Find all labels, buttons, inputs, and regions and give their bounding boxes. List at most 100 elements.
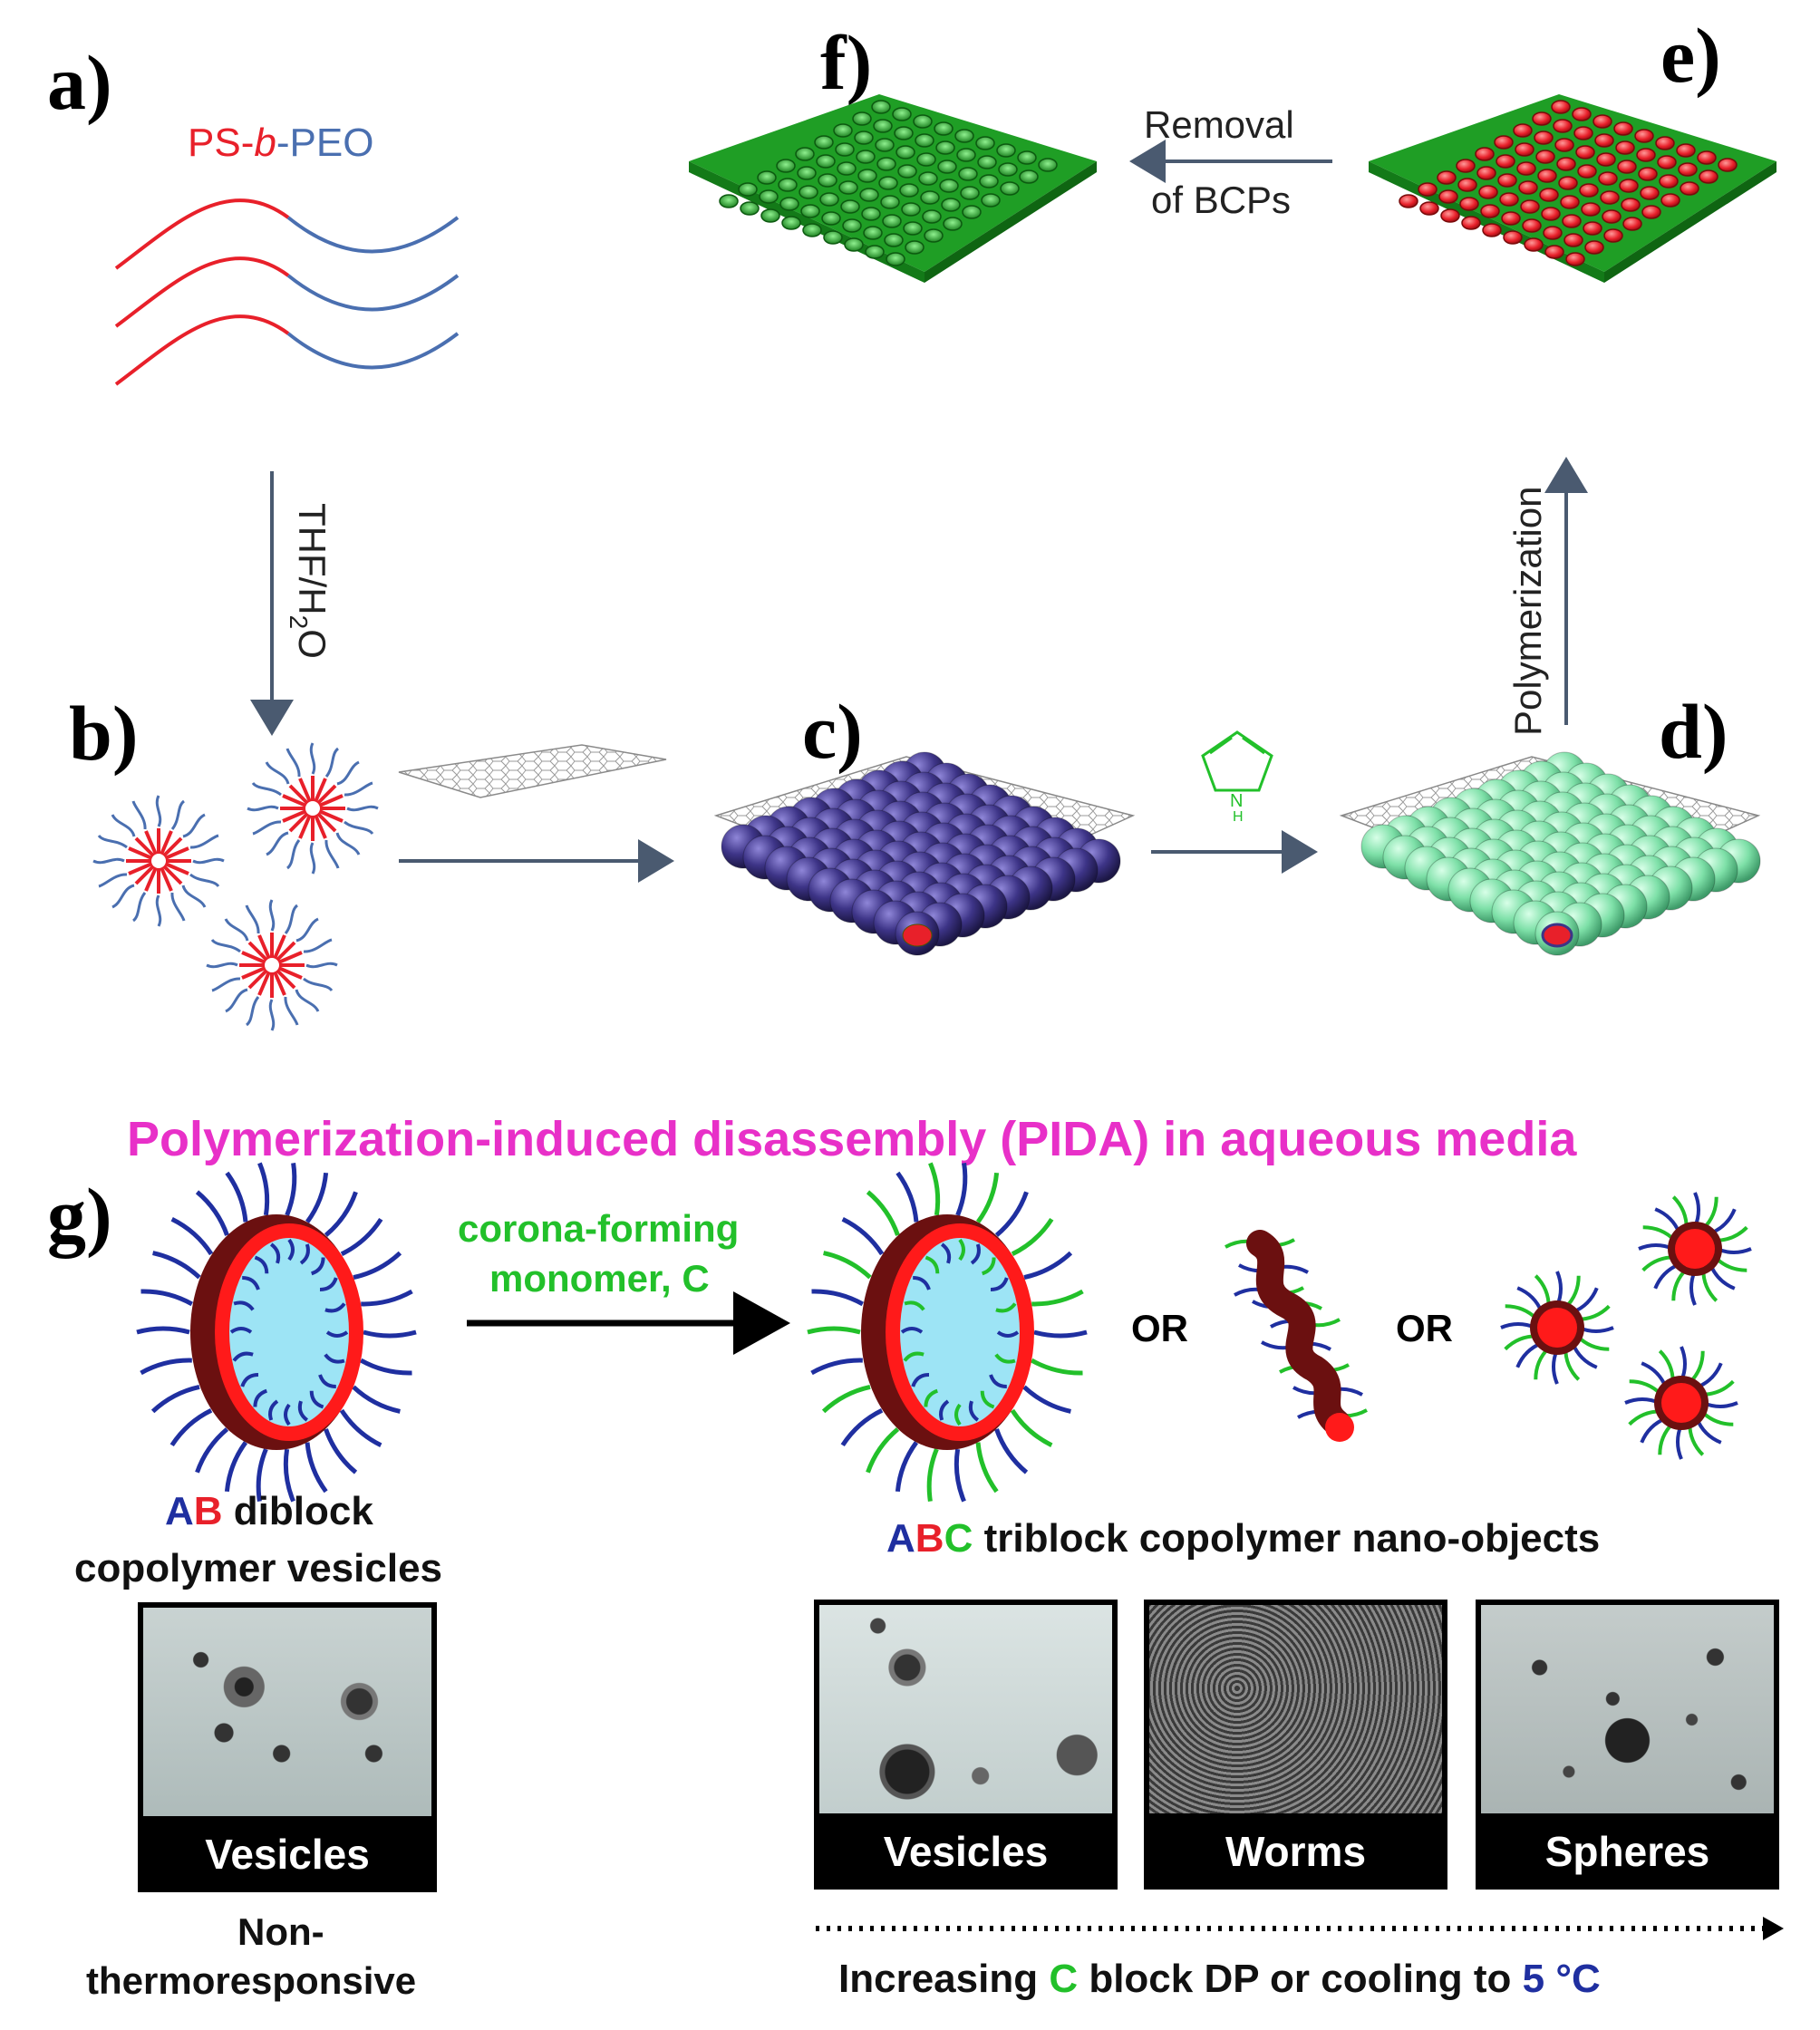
film-core-dot: [1456, 159, 1476, 173]
corona-chain-ac: [895, 1441, 919, 1493]
corona-chain-a: [140, 1358, 192, 1376]
film-pore: [878, 176, 898, 190]
inner-chain-a: [297, 1400, 309, 1422]
film-pore: [954, 129, 974, 143]
porous-film: [689, 94, 1097, 283]
inner-chain-ac: [994, 1353, 1016, 1364]
graphene-sheet: [398, 744, 667, 798]
film-core-dot: [1577, 164, 1597, 179]
film-core-dot: [1524, 237, 1544, 252]
corona-chain-a: [353, 1251, 402, 1281]
corona-chain-a: [224, 1441, 248, 1493]
inner-chain-ac: [989, 1374, 1007, 1388]
micrograph-ab-vesicles: Vesicles: [138, 1602, 437, 1892]
corona-chain-ac: [1031, 1289, 1084, 1307]
corona-chain-ac: [811, 1289, 865, 1307]
film-pore: [962, 205, 982, 219]
film-pore: [979, 174, 999, 188]
film-pore: [821, 211, 841, 226]
film-pore: [981, 193, 1001, 208]
film-core-dot: [1676, 143, 1696, 158]
copolymer-chains: [114, 198, 460, 386]
sphere-core: [1661, 1383, 1701, 1423]
corona-chain-ac: [1011, 1217, 1054, 1257]
inner-chain-ac: [925, 1255, 940, 1274]
film-core-dot: [1475, 147, 1495, 161]
block-b-label: b: [254, 121, 276, 165]
corona-chain-a: [195, 1190, 229, 1236]
film-pore: [892, 107, 912, 121]
film-core-dot: [1551, 100, 1571, 114]
film-core-dot: [1461, 216, 1481, 230]
film-core-dot: [1501, 211, 1521, 226]
film-pore: [840, 199, 860, 214]
inner-chain-a: [299, 1243, 310, 1265]
film-core-dot: [1522, 218, 1542, 233]
film-pore: [795, 147, 815, 161]
film-pore: [814, 135, 834, 150]
panel-label-d: d): [1659, 688, 1728, 775]
film-pore: [854, 130, 874, 145]
film-pore: [759, 189, 779, 204]
film-pore: [897, 164, 917, 179]
inner-chain-a: [242, 1276, 260, 1290]
film-pore: [895, 145, 915, 160]
corona-chain-a: [339, 1408, 382, 1447]
film-core-dot: [1603, 228, 1623, 243]
film-core-dot: [1503, 230, 1523, 245]
film-pore: [880, 195, 900, 209]
corona-chain-ac: [823, 1251, 872, 1280]
corona-chain-a: [305, 1172, 329, 1223]
inner-chain-ac: [939, 1399, 950, 1421]
micrograph-abc-vesicles: Vesicles: [814, 1600, 1118, 1890]
film-core-dot: [1575, 145, 1595, 160]
tem-image-worms: [1149, 1605, 1442, 1813]
inner-chain-a: [319, 1277, 338, 1291]
film-pore: [757, 170, 777, 185]
film-core-dot: [1573, 126, 1593, 140]
inner-chain-a: [240, 1373, 259, 1387]
inner-chain-ac: [968, 1400, 980, 1422]
film-core-dot: [1594, 133, 1614, 148]
micrograph-label-worms: Worms: [1149, 1819, 1442, 1884]
corona-chain-a: [324, 1191, 358, 1237]
inner-chain-ac: [900, 1327, 924, 1334]
film-core-dot: [1459, 197, 1479, 211]
film-core-dot: [1602, 209, 1622, 224]
film-pore: [937, 160, 957, 174]
inner-chain-a: [318, 1374, 336, 1388]
corona-chain-ac: [866, 1427, 900, 1474]
film-core-dot: [1678, 162, 1698, 177]
inner-chain-ac: [970, 1243, 981, 1265]
trend-axis-head: [1763, 1917, 1784, 1940]
film-core-dot: [1638, 167, 1658, 181]
film-pore: [1000, 181, 1020, 196]
micelle-2: [247, 742, 379, 875]
peo-block-label: -PEO: [276, 121, 374, 165]
film-pore: [873, 119, 893, 133]
micrograph-label-ab-vesicles: Vesicles: [143, 1822, 431, 1887]
film-pore: [852, 111, 872, 126]
film-pore: [835, 142, 855, 157]
film-pore: [819, 192, 839, 207]
film-core-dot: [1640, 186, 1660, 200]
film-core-dot: [1535, 150, 1555, 164]
tem-image-spheres: [1481, 1605, 1774, 1813]
film-core-dot: [1532, 111, 1552, 126]
tem-image-ab-vesicles: [143, 1608, 431, 1816]
abc-spheres: [1500, 1192, 1752, 1460]
pida-title: Polymerization-induced disassembly (PIDA…: [127, 1112, 1577, 1166]
inner-chain-ac: [954, 1403, 962, 1426]
film-pore: [918, 171, 938, 186]
film-core-dot: [1613, 121, 1633, 136]
panel-label-a: a): [47, 39, 112, 126]
corona-chain-ac: [955, 1163, 968, 1216]
film-pore: [882, 214, 902, 228]
panel-label-c: c): [802, 688, 863, 775]
film-pore: [779, 197, 799, 211]
film-core-dot: [1592, 114, 1612, 129]
film-core-dot: [1558, 176, 1578, 190]
panel-label-b: b): [69, 690, 138, 777]
micrograph-label-abc-vesicles: Vesicles: [819, 1819, 1112, 1884]
